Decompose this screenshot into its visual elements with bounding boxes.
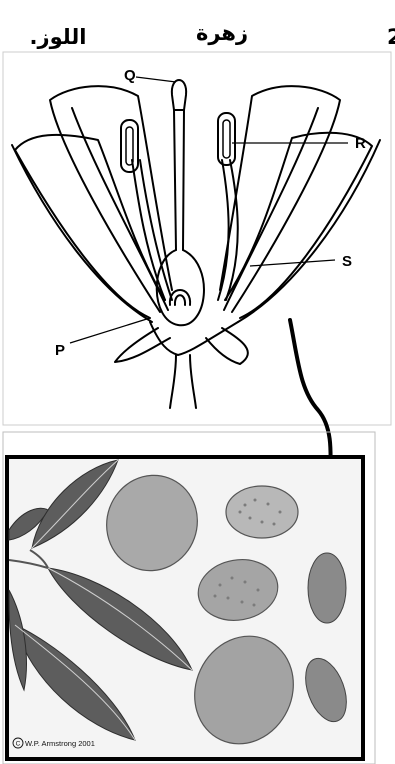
flower-stalk: [170, 355, 196, 408]
anther-left: [121, 120, 138, 172]
photo-credit-text: W.P. Armstrong 2001: [25, 739, 95, 748]
anther-right-inner: [223, 120, 230, 158]
almond-shell-pitted-top: [226, 486, 298, 538]
flower-diagram: [12, 80, 380, 408]
title-word-almond: اللوز.: [30, 25, 87, 49]
almond-kernel-upper: [308, 553, 346, 623]
label-p: P: [55, 342, 65, 359]
middle-petal-right-b: [224, 108, 318, 310]
ovule: [170, 290, 190, 305]
stigma: [172, 80, 186, 110]
stamen-right-filament-2: [218, 160, 229, 300]
style-right: [183, 110, 184, 250]
copyright-symbol: C: [16, 741, 21, 748]
header: :2 زهرة اللوز.: [30, 21, 395, 49]
leader-p: [70, 318, 150, 343]
anther-right: [218, 113, 235, 165]
leader-lines: [70, 77, 348, 343]
sepal-left: [115, 328, 170, 362]
label-s: S: [342, 253, 352, 270]
receptacle: [150, 322, 238, 355]
title-word-flower: زهرة: [196, 21, 248, 45]
diagram-labels: Q R S P: [55, 67, 366, 359]
ovary: [157, 250, 204, 325]
diagram-frame: [3, 52, 391, 425]
outer-petal-right: [225, 133, 372, 318]
leader-q: [136, 77, 176, 82]
question-number: :2: [387, 25, 395, 49]
almond-photo: C W.P. Armstrong 2001: [7, 457, 363, 760]
sepal-right: [206, 328, 248, 364]
style-left: [174, 110, 176, 250]
label-r: R: [355, 135, 366, 152]
photo-credit: C W.P. Armstrong 2001: [13, 738, 95, 748]
label-q: Q: [124, 67, 136, 84]
